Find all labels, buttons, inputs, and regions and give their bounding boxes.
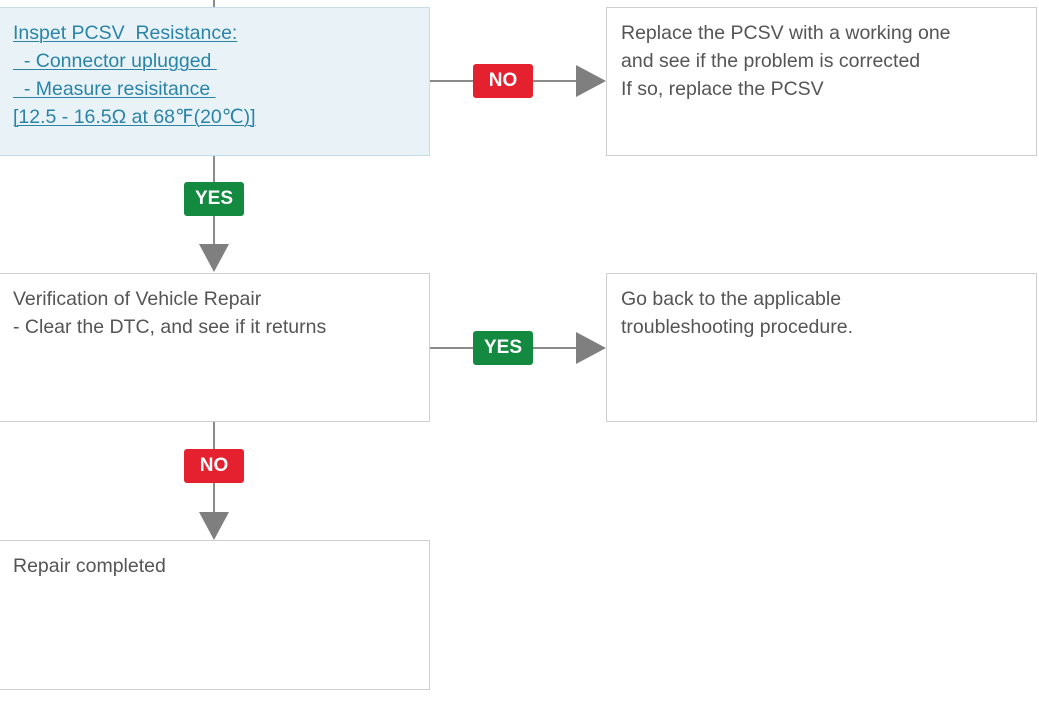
verification-step: Verification of Vehicle Repair - Clear t… [0,273,430,422]
go-back-line-1: Go back to the applicable [621,288,842,310]
repair-completed-line-1: Repair completed [13,555,166,577]
verification-yes-badge: YES [473,331,533,365]
inspect-to-verification-arrow-icon [199,244,229,272]
verification-line-2: - Clear the DTC, and see if it returns [13,316,327,338]
inspect-line-1[interactable]: Inspet PCSV Resistance: [13,22,238,44]
inspect-to-replace-arrow-icon [576,65,606,97]
inspect-no-badge: NO [473,64,533,98]
replace-pcsv-step: Replace the PCSV with a working one and … [606,7,1037,156]
inspect-line-4[interactable]: [12.5 - 16.5Ω at 68℉(20℃)] [13,106,256,128]
repair-completed-step: Repair completed [0,540,430,690]
verification-no-badge: NO [184,449,244,483]
inspect-line-3[interactable]: - Measure resisitance [13,78,216,100]
verification-to-go-back-arrow-icon [576,332,606,364]
inspect-yes-badge: YES [184,182,244,216]
go-back-line-2: troubleshooting procedure. [621,316,853,338]
inspect-pcsv-step[interactable]: Inspet PCSV Resistance: - Connector uplu… [0,7,430,156]
top-incoming-connector [213,0,215,7]
replace-line-2: and see if the problem is corrected [621,50,921,72]
replace-line-3: If so, replace the PCSV [621,78,824,100]
verification-line-1: Verification of Vehicle Repair [13,288,262,310]
inspect-line-2[interactable]: - Connector uplugged [13,50,217,72]
go-back-step: Go back to the applicable troubleshootin… [606,273,1037,422]
replace-line-1: Replace the PCSV with a working one [621,22,951,44]
verification-to-repair-arrow-icon [199,512,229,540]
